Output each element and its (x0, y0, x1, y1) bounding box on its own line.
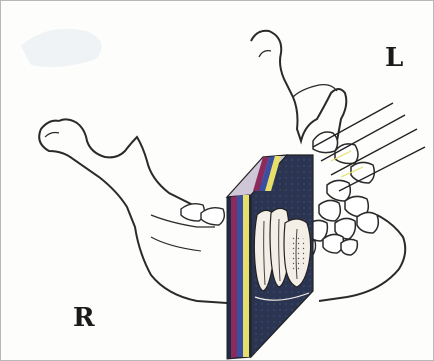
watermark-smudge (21, 29, 102, 67)
lower-border-line (151, 237, 201, 251)
right-side-label: R (73, 305, 95, 331)
left-condyle-detail (259, 51, 271, 57)
left-teeth (307, 132, 378, 255)
cross-section-slice (227, 155, 313, 359)
left-ramus (251, 31, 346, 141)
right-condyle-detail (45, 133, 59, 138)
left-side-label: L (385, 45, 403, 71)
